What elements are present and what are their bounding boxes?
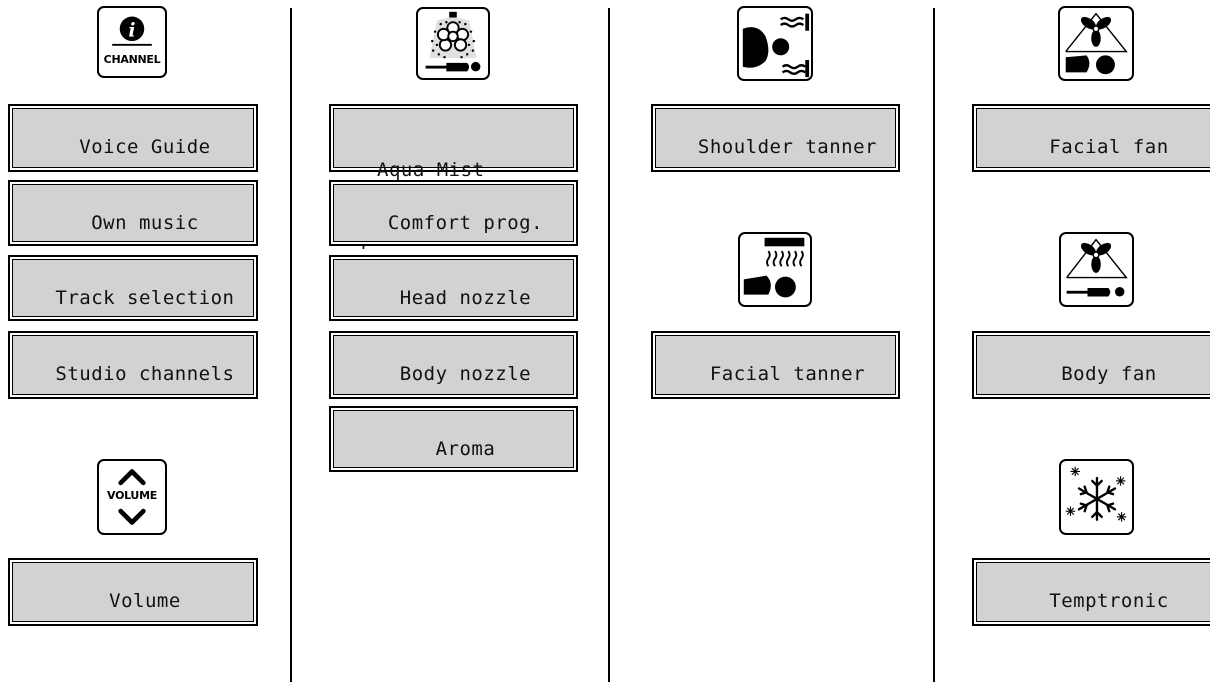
facial-fan-label: Facial fan: [1049, 136, 1169, 158]
volume-label: Volume: [109, 590, 181, 612]
volume-button[interactable]: Volume: [8, 558, 258, 626]
track-selection-label: Track selection: [55, 287, 235, 309]
column-divider: [933, 8, 935, 682]
column-divider: [608, 8, 610, 682]
comfort-prog-label: Comfort prog.: [387, 212, 544, 234]
facial-fan-button[interactable]: Facial fan: [972, 104, 1210, 172]
comfort-prog-button[interactable]: Comfort prog.: [329, 180, 578, 246]
aroma-label: Aroma: [435, 438, 496, 460]
svg-text:i: i: [128, 19, 135, 41]
body-fan-button[interactable]: Body fan: [972, 331, 1210, 399]
channel-icon-label: CHANNEL: [103, 53, 161, 66]
shoulder-tanner-icon[interactable]: [737, 6, 813, 81]
aroma-button[interactable]: Aroma: [329, 406, 578, 472]
voice-guide-button[interactable]: Voice Guide: [8, 104, 258, 172]
column-divider: [290, 8, 292, 682]
voice-guide-label: Voice Guide: [79, 136, 211, 158]
snowflake-icon[interactable]: [1059, 459, 1134, 535]
track-selection-button[interactable]: Track selection: [8, 255, 258, 321]
studio-channels-label: Studio channels: [55, 363, 235, 385]
own-music-label: Own music: [91, 212, 199, 234]
head-nozzle-label: Head nozzle: [399, 287, 532, 309]
body-fan-icon[interactable]: [1059, 232, 1134, 307]
body-fan-label: Body fan: [1061, 363, 1157, 385]
aqua-mist-icon[interactable]: [416, 7, 490, 80]
head-nozzle-button[interactable]: Head nozzle: [329, 255, 578, 321]
own-music-button[interactable]: Own music: [8, 180, 258, 246]
volume-icon-label: VOLUME: [107, 489, 157, 502]
body-nozzle-button[interactable]: Body nozzle: [329, 331, 578, 399]
aqua-mist-label-line1: Aqua Mist: [377, 159, 485, 181]
facial-tanner-button[interactable]: Facial tanner: [651, 331, 900, 399]
shoulder-tanner-label: Shoulder tanner: [697, 136, 877, 158]
volume-icon[interactable]: VOLUME: [97, 459, 167, 535]
facial-tanner-label: Facial tanner: [709, 363, 866, 385]
facial-tanner-icon[interactable]: [738, 232, 812, 307]
body-nozzle-label: Body nozzle: [399, 363, 532, 385]
facial-fan-icon[interactable]: [1058, 6, 1134, 81]
channel-info-icon[interactable]: i CHANNEL: [97, 6, 167, 78]
shoulder-tanner-button[interactable]: Shoulder tanner: [651, 104, 900, 172]
studio-channels-button[interactable]: Studio channels: [8, 331, 258, 399]
temptronic-label: Temptronic: [1049, 590, 1169, 612]
temptronic-button[interactable]: Temptronic: [972, 558, 1210, 626]
aqua-mist-impulse-button[interactable]: Aqua Mist Impulse: [329, 104, 578, 250]
